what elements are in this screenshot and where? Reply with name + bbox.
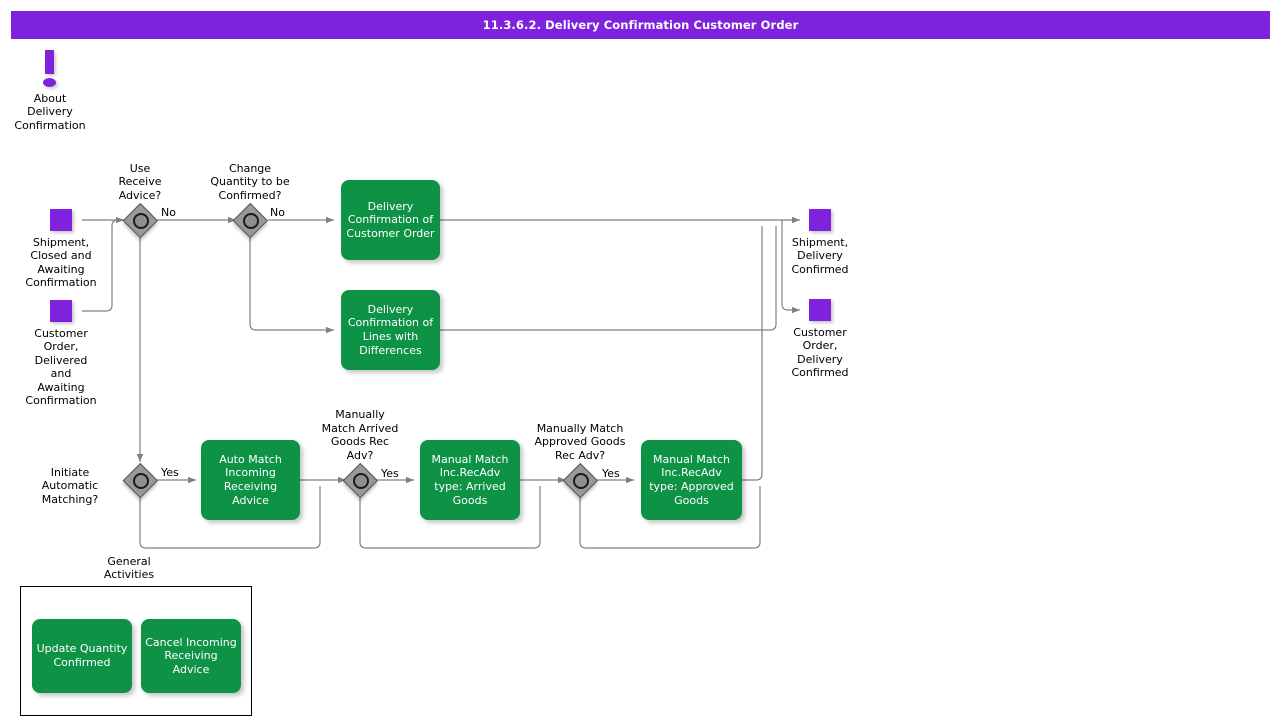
about-delivery-confirmation-annotation[interactable]: About Delivery Confirmation [14,50,86,132]
gateway-initiate-automatic-matching[interactable]: Initiate Automatic Matching? [42,463,158,506]
flow-gw2-to-task2 [249,238,334,334]
flow-label-no-1: No [161,206,176,219]
exclamation-dot-icon [43,78,56,87]
gateway-ring-icon [133,213,149,229]
task-label: Cancel Incoming Receiving Advice [145,635,237,676]
event-marker-icon [809,299,831,321]
gateway-label-use-receive-advice: Use Receive Advice? [118,161,162,202]
task-label: Manual Match Inc.RecAdv type: Approved G… [649,452,734,507]
task-delivery-confirmation-of-customer-order[interactable]: Delivery Confirmation of Customer Order [341,180,440,260]
end-event-customer-order-delivery-confirmed[interactable]: Customer Order, Delivery Confirmed [791,299,849,379]
task-label: Auto Match Incoming Receiving Advice [219,452,282,507]
gateway-use-receive-advice[interactable]: Use Receive Advice? [118,162,162,238]
event-marker-icon [50,300,72,322]
page-title-bar: 11.3.6.2. Delivery Confirmation Customer… [11,11,1270,39]
gateway-ring-icon [353,473,369,489]
flow-label-yes-1: Yes [161,466,179,479]
flow-task2-to-end-junction [440,226,777,331]
task-manual-match-approved-goods[interactable]: Manual Match Inc.RecAdv type: Approved G… [641,440,742,520]
end-event-label-2: Customer Order, Delivery Confirmed [791,326,849,380]
task-cancel-incoming-receiving-advice[interactable]: Cancel Incoming Receiving Advice [141,619,241,693]
gateway-ring-icon [243,213,259,229]
flow-label-yes-3: Yes [602,467,620,480]
task-auto-match-incoming-receiving-advice[interactable]: Auto Match Incoming Receiving Advice [201,440,300,520]
event-marker-icon [809,209,831,231]
gateway-label-change-quantity: Change Quantity to be Confirmed? [210,161,290,202]
event-marker-icon [50,209,72,231]
start-event-label-2: Customer Order, Delivered and Awaiting C… [25,327,97,408]
task-update-quantity-confirmed[interactable]: Update Quantity Confirmed [32,619,132,693]
start-event-label-1: Shipment, Closed and Awaiting Confirmati… [25,236,97,290]
task-label: Delivery Confirmation of Customer Order [346,199,435,240]
task-label: Delivery Confirmation of Lines with Diff… [347,302,434,357]
flow-label-no-2: No [270,206,285,219]
task-delivery-confirmation-of-lines-with-differences[interactable]: Delivery Confirmation of Lines with Diff… [341,290,440,370]
group-title-general-activities: General Activities [103,555,155,582]
exclamation-icon [45,50,54,74]
start-event-shipment-closed-awaiting-confirmation[interactable]: Shipment, Closed and Awaiting Confirmati… [25,209,97,289]
gateway-manually-match-arrived-goods-rec-adv[interactable]: Manually Match Arrived Goods Rec Adv? [322,408,398,498]
end-event-shipment-delivery-confirmed[interactable]: Shipment, Delivery Confirmed [791,209,849,276]
start-event-customer-order-delivered-awaiting-confirmation[interactable]: Customer Order, Delivered and Awaiting C… [25,300,97,407]
flow-task5-to-end-junction [742,226,763,481]
gateway-ring-icon [573,473,589,489]
page-title: 11.3.6.2. Delivery Confirmation Customer… [482,18,799,32]
task-label: Manual Match Inc.RecAdv type: Arrived Go… [431,452,509,507]
gateway-ring-icon [133,473,149,489]
gateway-label-initiate-automatic-matching: Initiate Automatic Matching? [41,466,99,506]
annotation-label: About Delivery Confirmation [14,92,86,132]
task-manual-match-arrived-goods[interactable]: Manual Match Inc.RecAdv type: Arrived Go… [420,440,520,520]
task-label: Update Quantity Confirmed [36,642,128,669]
group-general-activities: Update Quantity Confirmed Cancel Incomin… [20,586,252,716]
end-event-label-1: Shipment, Delivery Confirmed [791,236,849,276]
gateway-manually-match-approved-goods-rec-adv[interactable]: Manually Match Approved Goods Rec Adv? [535,422,625,498]
gateway-label-manually-match-approved: Manually Match Approved Goods Rec Adv? [534,421,626,462]
gateway-label-manually-match-arrived: Manually Match Arrived Goods Rec Adv? [321,408,399,462]
gateway-change-quantity-to-be-confirmed[interactable]: Change Quantity to be Confirmed? [210,162,290,238]
flow-label-yes-2: Yes [381,467,399,480]
